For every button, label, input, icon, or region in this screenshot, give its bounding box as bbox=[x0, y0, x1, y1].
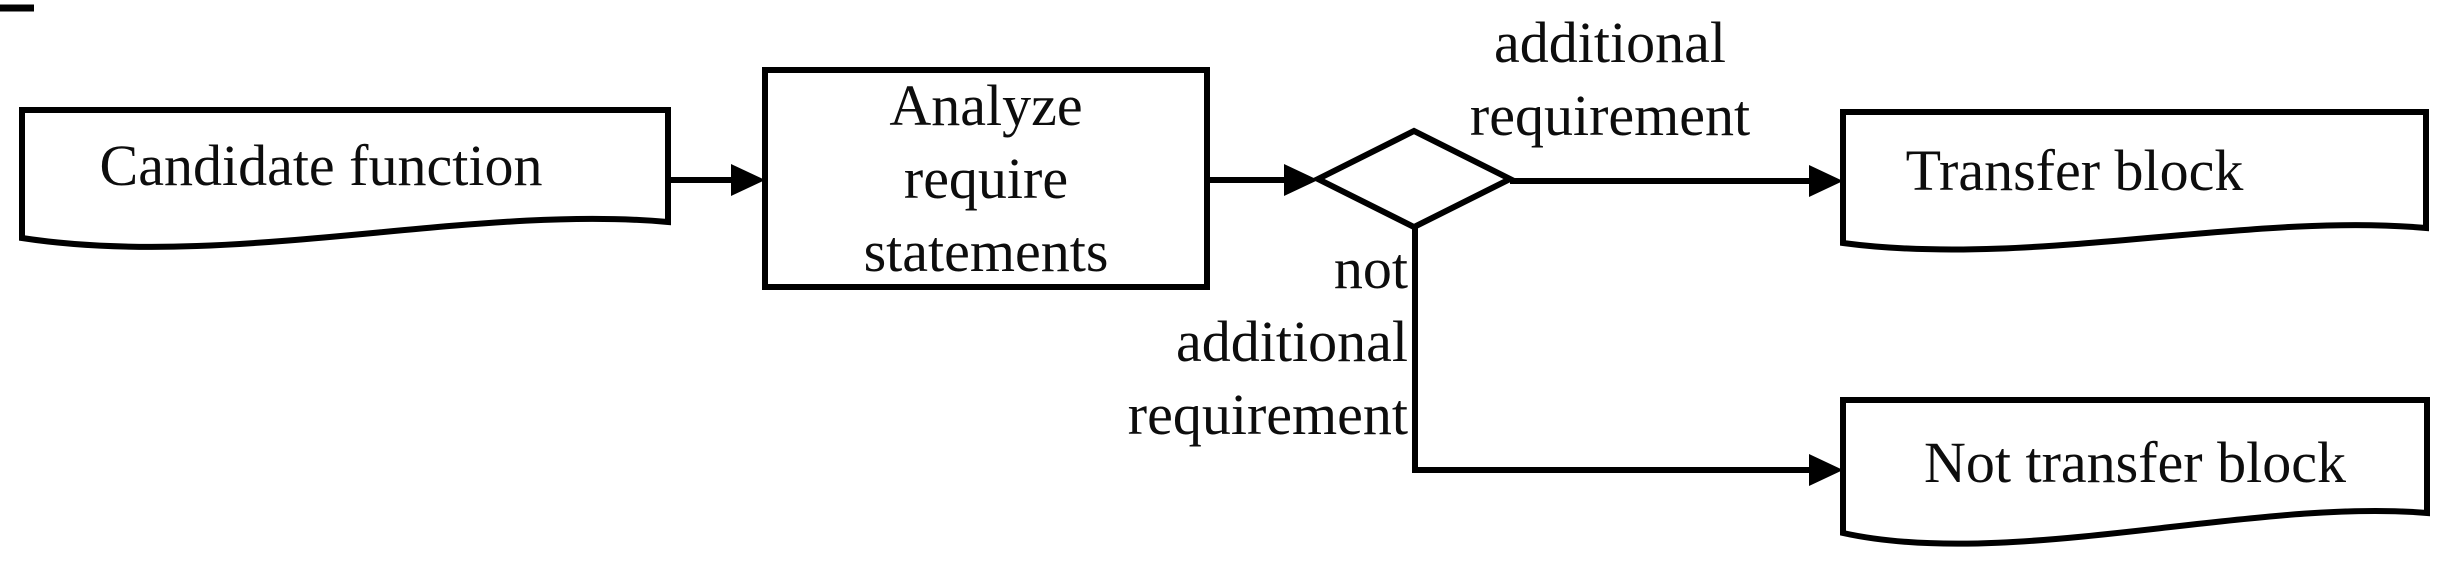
analyze-process-box bbox=[762, 67, 1210, 290]
not-transfer-document-shape bbox=[1840, 397, 2430, 547]
arrowhead-decision-to-transfer-icon bbox=[1809, 165, 1843, 197]
candidate-document-shape bbox=[19, 107, 671, 250]
arrowhead-decision-to-not-transfer-icon bbox=[1809, 454, 1843, 486]
elbow-decision-to-not-transfer bbox=[1412, 227, 1814, 473]
analyze-label-line-3: statements bbox=[863, 219, 1109, 284]
analyze-node-label: Analyze require statements bbox=[765, 70, 1207, 287]
edge-label-not-additional-requirement-line-2: additional bbox=[1176, 309, 1408, 374]
edge-label-additional-requirement-line-1: additional bbox=[1494, 10, 1726, 75]
not-transfer-node-label: Not transfer block bbox=[1924, 430, 2346, 495]
candidate-node-label: Candidate function bbox=[99, 132, 543, 198]
transfer-node-label: Transfer block bbox=[1905, 137, 2244, 203]
edge-label-not-additional-requirement: not additional requirement bbox=[908, 232, 1408, 451]
arrowhead-candidate-to-analyze-icon bbox=[731, 164, 765, 196]
edge-label-not-additional-requirement-line-1: not bbox=[1333, 236, 1408, 301]
edge-label-not-additional-requirement-line-3: requirement bbox=[1127, 382, 1408, 447]
edge-label-additional-requirement-line-2: requirement bbox=[1469, 83, 1751, 148]
edge-label-additional-requirement: additional requirement bbox=[1370, 6, 1850, 152]
analyze-label-line-2: require bbox=[903, 146, 1069, 211]
arrowhead-analyze-to-decision-icon bbox=[1284, 164, 1318, 196]
analyze-label-line-1: Analyze bbox=[889, 73, 1083, 138]
transfer-document-shape bbox=[1840, 109, 2429, 253]
